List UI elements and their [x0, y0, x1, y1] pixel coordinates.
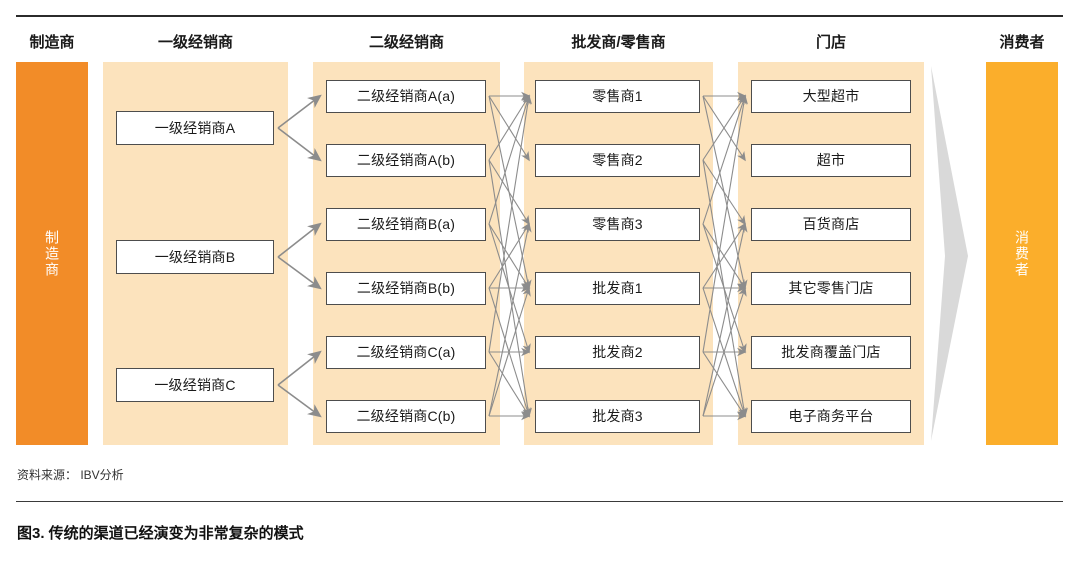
node-primary-distributor-2[interactable]: 一级经销商B: [116, 240, 274, 274]
manufacturer-bar: 制造商: [16, 62, 88, 445]
node-label: 批发商3: [592, 408, 643, 424]
consumer-bar: 消费者: [986, 62, 1058, 445]
node-label: 二级经销商C(b): [356, 408, 456, 424]
column-header-secondary-distributor: 二级经销商: [368, 34, 444, 51]
node-secondary-distributor-3[interactable]: 二级经销商B(a): [326, 207, 486, 241]
node-secondary-distributor-1[interactable]: 二级经销商A(a): [326, 79, 486, 113]
node-wholesaler-retailer-5[interactable]: 批发商2: [535, 335, 700, 369]
node-store-2[interactable]: 超市: [751, 143, 911, 177]
node-wholesaler-retailer-4[interactable]: 批发商1: [535, 271, 700, 305]
consumer-bar-label: 消费者: [1014, 229, 1030, 278]
node-label: 百货商店: [802, 216, 860, 232]
node-label: 二级经销商A(b): [356, 152, 456, 168]
node-primary-distributor-1[interactable]: 一级经销商A: [116, 111, 274, 145]
panel-store: [738, 62, 924, 445]
node-label: 零售商1: [592, 88, 643, 104]
node-secondary-distributor-5[interactable]: 二级经销商C(a): [326, 335, 486, 369]
node-label: 电子商务平台: [788, 408, 874, 424]
node-wholesaler-retailer-3[interactable]: 零售商3: [535, 207, 700, 241]
node-label: 二级经销商A(a): [356, 88, 456, 104]
node-label: 二级经销商B(b): [356, 280, 456, 296]
node-store-4[interactable]: 其它零售门店: [751, 271, 911, 305]
node-store-3[interactable]: 百货商店: [751, 207, 911, 241]
node-wholesaler-retailer-6[interactable]: 批发商3: [535, 399, 700, 433]
node-wholesaler-retailer-2[interactable]: 零售商2: [535, 143, 700, 177]
node-label: 二级经销商C(a): [356, 344, 456, 360]
separator-rule: [16, 501, 1063, 502]
top-rule: [16, 15, 1063, 17]
node-label: 批发商1: [592, 280, 643, 296]
source-note: 资料来源： IBV分析: [17, 468, 124, 482]
panel-wholesaler-retailer: [524, 62, 713, 445]
node-label: 一级经销商B: [154, 249, 236, 265]
node-label: 批发商2: [592, 344, 643, 360]
funnel-shape: [931, 66, 968, 441]
manufacturer-bar-label: 制造商: [44, 229, 60, 278]
node-secondary-distributor-2[interactable]: 二级经销商A(b): [326, 143, 486, 177]
column-header-wholesaler-retailer: 批发商/零售商: [571, 34, 666, 51]
node-label: 一级经销商A: [154, 120, 236, 136]
column-header-store: 门店: [815, 34, 846, 51]
node-store-1[interactable]: 大型超市: [751, 79, 911, 113]
node-label: 批发商覆盖门店: [781, 344, 881, 360]
node-label: 二级经销商B(a): [356, 216, 456, 232]
column-header-manufacturer: 制造商: [29, 34, 75, 51]
node-primary-distributor-3[interactable]: 一级经销商C: [116, 368, 274, 402]
node-label: 大型超市: [802, 88, 860, 104]
column-header-primary-distributor: 一级经销商: [157, 34, 233, 51]
figure-caption: 图3. 传统的渠道已经演变为非常复杂的模式: [17, 525, 304, 542]
node-secondary-distributor-4[interactable]: 二级经销商B(b): [326, 271, 486, 305]
node-label: 零售商2: [592, 152, 643, 168]
node-label: 超市: [816, 152, 846, 168]
node-label: 零售商3: [592, 216, 643, 232]
node-store-6[interactable]: 电子商务平台: [751, 399, 911, 433]
panel-secondary-distributor: [313, 62, 500, 445]
node-wholesaler-retailer-1[interactable]: 零售商1: [535, 79, 700, 113]
column-header-consumer: 消费者: [999, 34, 1045, 51]
node-label: 其它零售门店: [788, 280, 874, 296]
node-secondary-distributor-6[interactable]: 二级经销商C(b): [326, 399, 486, 433]
node-store-5[interactable]: 批发商覆盖门店: [751, 335, 911, 369]
node-label: 一级经销商C: [154, 377, 236, 393]
